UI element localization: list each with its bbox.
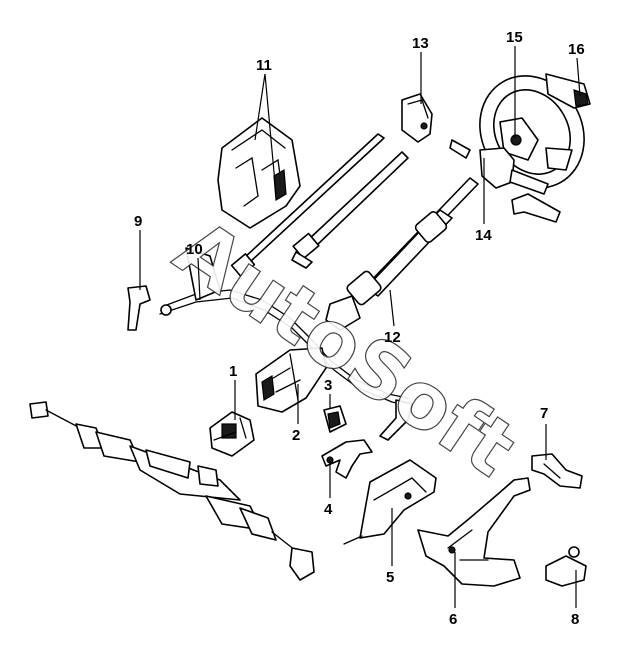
callout-9: 9 [134,213,142,230]
callout-labels: 1 2 3 4 5 6 7 8 9 10 11 12 13 14 15 16 [134,29,585,628]
combination-switch-part [449,139,561,223]
grommet-part [323,405,347,433]
callout-12: 12 [384,329,401,346]
ball-joint-part [545,546,587,587]
steering-rack-part [29,401,315,581]
column-boot-part [255,347,327,413]
callout-11: 11 [256,57,272,74]
clamp-part [321,439,373,479]
callout-8: 8 [571,611,579,628]
callout-2: 2 [292,427,300,444]
callout-10: 10 [186,241,203,258]
universal-joint-part [209,411,255,457]
callout-3: 3 [324,377,332,394]
callout-14: 14 [475,227,492,244]
callout-16: 16 [568,41,585,58]
clip-part [401,93,433,143]
column-shaft-part [325,177,479,331]
column-cover-part [217,117,301,229]
horn-pad-part [545,73,591,109]
callout-6: 6 [449,611,457,628]
lower-arm-part [417,477,531,587]
callout-7: 7 [540,405,548,422]
callout-4: 4 [324,501,333,518]
leader-lines [139,46,581,608]
stabilizer-bracket-part [531,453,583,489]
callout-15: 15 [506,29,523,46]
bolt-part [127,285,151,331]
callout-13: 13 [412,35,429,52]
callout-5: 5 [386,569,394,586]
upper-shaft-part [230,133,409,277]
steering-wheel-part [479,75,585,189]
mount-bracket-part [343,459,437,545]
callout-1: 1 [229,363,237,380]
column-bracket-part [159,247,413,441]
